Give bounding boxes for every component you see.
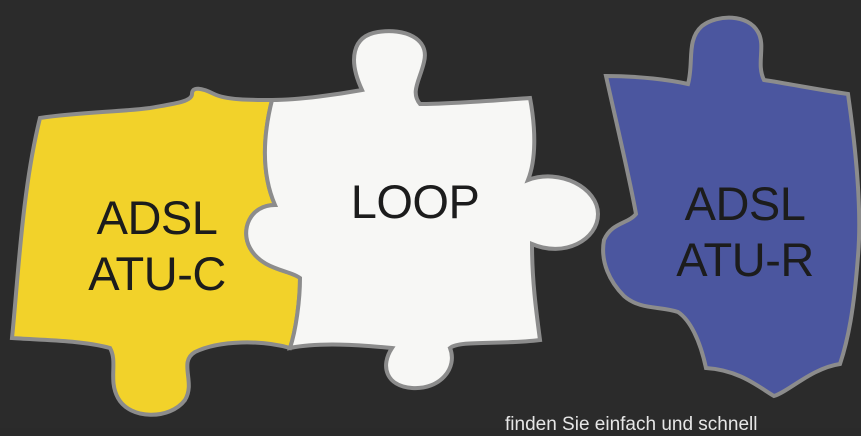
- piece-label-line: ADSL: [62, 190, 252, 246]
- piece-label-line: ATU-R: [655, 232, 835, 288]
- piece-label-atu-r: ADSL ATU-R: [655, 176, 835, 288]
- piece-label-atu-c: ADSL ATU-C: [62, 190, 252, 302]
- piece-label-loop: LOOP: [330, 174, 500, 230]
- piece-label-line: LOOP: [330, 174, 500, 230]
- piece-label-line: ATU-C: [62, 246, 252, 302]
- piece-label-line: ADSL: [655, 176, 835, 232]
- caption-text: finden Sie einfach und schnell: [505, 414, 845, 436]
